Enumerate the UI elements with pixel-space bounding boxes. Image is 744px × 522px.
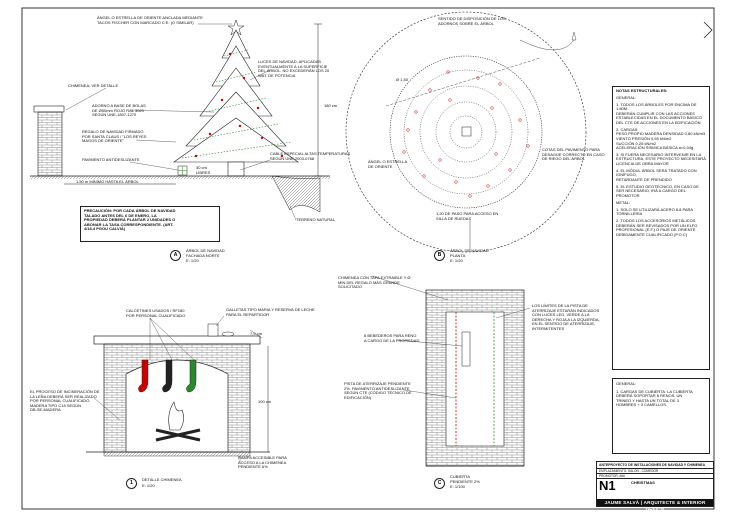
warning-text: PRECAUCIÓN: POR CADA ÁRBOL DE NAVIDAD TA… — [84, 208, 176, 232]
label-direction: SENTIDO DE DISPOSICIÓN DE LOS ADORNOS SO… — [438, 16, 506, 26]
structural-notes: NOTAS ESTRUCTURALES: GENERAL: 1. TODOS L… — [612, 86, 710, 370]
label-plan-angel: ÁNGEL O ESTRELLA DE ORIENTE — [368, 159, 408, 169]
label-30cm: 30 cm LIBRES — [196, 165, 211, 175]
notes-item: 1. TODOS LOS ÁRBOLES POR ENCIMA DE 1.80M… — [616, 101, 702, 125]
notes-item: 3. SI FUERA NECESARIO INTERVENIR EN LA E… — [616, 151, 706, 167]
notes-title: NOTAS ESTRUCTURALES: — [616, 88, 668, 93]
title-project: ANTEPROYECTO DE INSTALACIONES DE NAVIDAD… — [599, 463, 706, 467]
sheet-number: N1 — [599, 478, 616, 493]
label-drain: COTAS DEL PAVIMENTO PARA DESAGÜE CORRECT… — [542, 147, 605, 162]
notes-general: GENERAL: — [616, 94, 637, 100]
general-text: 1. CARGAS DE CUBIERTA: LA CUBIERTA DEBER… — [616, 388, 693, 408]
label-balls: ADORNO A BASE DE BOLAS DE Ø50mm ROJO RAL… — [92, 103, 146, 118]
stocking-red-icon — [138, 359, 149, 393]
label-diameter: Ø 1,50 — [396, 77, 409, 82]
chimney-roof — [371, 275, 531, 467]
label-runway: PISTA DE ATERRIZAJE PENDIENTE 2%. PAVIME… — [344, 381, 412, 400]
tree-plan — [345, 11, 587, 253]
view-a-scale: E: 1/20 — [186, 258, 199, 263]
title-block: ANTEPROYECTO DE INSTALACIONES DE NAVIDAD… — [596, 461, 714, 512]
label-chimney-top: CHIMENEA CON TAPA EXTRAIBLE Y Ø MIN DEL … — [338, 275, 411, 290]
title-location: EMPLAZAMIENTO: SALÓN - COMEDOR — [599, 468, 659, 473]
view-b-scale: E: 1/20 — [450, 258, 463, 263]
warning-box — [80, 206, 220, 242]
label-tree-height: 180 cm — [324, 103, 338, 108]
label-angel-star: ÁNGEL O ESTRELLA DE ORIENTE ANCLADA MEDI… — [97, 15, 203, 25]
notes-item: 5. EL ESTUDIO GEOTÉCNICO, EN CASO DE SER… — [616, 183, 699, 198]
view-c-scale: E: 1/100 — [450, 484, 465, 489]
label-gift: REGALO DE NAVIDAD FIRMADO POR SANTA CLAU… — [82, 129, 147, 144]
stocking-black-icon — [162, 359, 173, 393]
label-slope: RAMPA ACCESIBLE PARA ACCESO A LA CHIMENE… — [238, 455, 287, 470]
label-reindeer-drinks: 8 BEBEDEROS PARA RENO A CARGO DE LA PROP… — [364, 333, 420, 343]
view-1-scale: E: 1/20 — [142, 483, 155, 488]
label-lights: LUCES DE NAVIDAD, APLICADAS EVENTUALMENT… — [258, 59, 330, 78]
north-arrow-icon — [703, 21, 713, 39]
label-stockings: CALCETINES USADOS / RF180 POR PERSONAL C… — [126, 308, 186, 318]
label-cable: CABLE ESPECIAL ALTAS TEMPERATURAS SEGÚN … — [270, 151, 351, 161]
general-notes: GENERAL: 1. CARGAS DE CUBIERTA: LA CUBIE… — [612, 378, 710, 454]
tree-elevation — [30, 19, 330, 221]
view-b-title: ÁRBOL DE NAVIDAD PLANTA — [450, 248, 489, 258]
label-cookies: GALLETAS TIPO MARIA Y RESERVA DE LECHE P… — [226, 307, 315, 317]
view-a-marker: A — [170, 250, 181, 261]
stocking-green-icon — [186, 359, 197, 393]
view-a-title: ÁRBOL DE NAVIDAD FACHADA NORTE — [186, 248, 225, 258]
notes-item: 4. EL MÓDUL ÁRBOL SERÁ TRATADO CON IGNÍF… — [616, 167, 697, 183]
label-min-distance: 1.50 m MÍNIMO HASTA EL ÁRBOL — [76, 179, 139, 184]
studio-brand: JAUME SALVÀ | ARQUITECTE & INTERIOR DESI… — [597, 499, 713, 512]
label-runway-limits: LOS LÍMITES DE LA PISTA DE ATERRIZAJE ES… — [532, 303, 600, 331]
view-b-marker: B — [434, 250, 445, 261]
fire-icon — [168, 401, 184, 431]
label-wheelchair: 1,20 DE PASO PARA ACCESO EN SILLA DE RUE… — [436, 211, 499, 221]
view-c-title: CUBIERTA PENDIENTE 2% — [450, 474, 480, 484]
sheet-border — [21, 7, 715, 510]
notes-metal-item: 1. SOLO SE UTILIZARÁ ACERO 8.8 PARA TORN… — [616, 206, 694, 217]
label-chimney: CHIMENEA: VER DETALLE — [68, 83, 119, 88]
notes-metal: METAL: — [616, 199, 631, 205]
sheet-name: CHRISTMAS — [631, 480, 655, 485]
label-fireplace-height: 100 cm — [258, 399, 272, 404]
fireplace-detail — [86, 315, 270, 462]
label-terrain: TERRENO NATURAL — [296, 217, 336, 222]
view-1-marker: 1 — [126, 478, 137, 489]
label-burn: EL PROCESO DE INCINERACIÓN DE LA LEÑA DE… — [30, 389, 100, 413]
notes-item: 2. CARGAS: PESO PROPIO MADERA DENSIDAD 0… — [616, 126, 706, 151]
general-title: GENERAL: — [616, 381, 637, 386]
view-c-marker: C — [434, 478, 445, 489]
title-promoter: PROMOTOR: ### — [599, 473, 625, 478]
label-floor: PAVIMENTO ANTIDESLIZANTE — [82, 157, 140, 162]
label-ledge: 7,5 cm — [250, 331, 263, 336]
notes-metal-item: 2. TODOS LOS ACCESORIOS METÁLICOS DEBERÁ… — [616, 217, 698, 237]
view-1-title: DETALLE CHIMENEA — [142, 477, 182, 482]
